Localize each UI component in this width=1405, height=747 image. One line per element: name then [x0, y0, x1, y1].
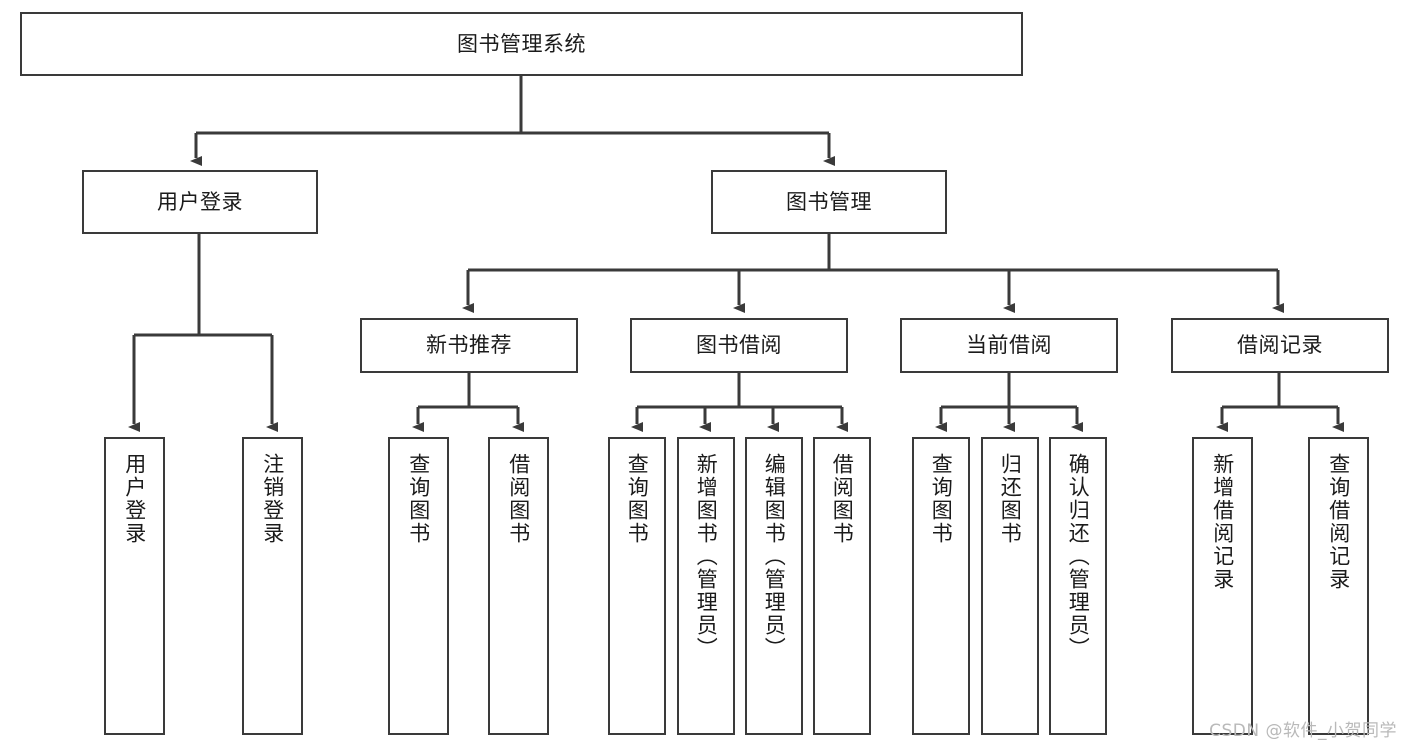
node-user-login[interactable]: 用户登录	[82, 170, 318, 234]
node-leaf-query-book-rec[interactable]: 查询图书	[388, 437, 449, 735]
node-book-borrow-label: 图书借阅	[696, 333, 782, 358]
node-leaf-user-login-label: 用户登录	[122, 453, 147, 545]
node-leaf-query-book-borrow-label: 查询图书	[625, 453, 650, 545]
node-leaf-borrow-book-rec-label: 借阅图书	[506, 453, 531, 545]
node-user-login-label: 用户登录	[157, 189, 243, 214]
node-current-borrow-label: 当前借阅	[966, 333, 1052, 358]
node-leaf-user-logout-label: 注销登录	[260, 453, 285, 545]
node-leaf-user-login[interactable]: 用户登录	[104, 437, 165, 735]
node-leaf-add-book[interactable]: 新增图书（管理员）	[677, 437, 735, 735]
node-root[interactable]: 图书管理系统	[20, 12, 1023, 76]
node-leaf-query-book-current[interactable]: 查询图书	[912, 437, 970, 735]
node-book-manage-label: 图书管理	[786, 189, 872, 214]
node-leaf-borrow-book-label: 借阅图书	[830, 453, 855, 545]
node-leaf-add-record-label: 新增借阅记录	[1210, 453, 1235, 591]
node-new-book-rec-label: 新书推荐	[426, 333, 512, 358]
node-leaf-edit-book-label: 编辑图书（管理员）	[762, 453, 787, 660]
node-current-borrow[interactable]: 当前借阅	[900, 318, 1118, 373]
node-leaf-return-book[interactable]: 归还图书	[981, 437, 1039, 735]
node-leaf-confirm-return-label: 确认归还（管理员）	[1066, 453, 1091, 660]
node-leaf-borrow-book-rec[interactable]: 借阅图书	[488, 437, 549, 735]
node-leaf-query-record[interactable]: 查询借阅记录	[1308, 437, 1369, 735]
node-leaf-query-book-borrow[interactable]: 查询图书	[608, 437, 666, 735]
csdn-watermark: CSDN @软件_小贺同学	[1209, 721, 1397, 741]
node-leaf-query-record-label: 查询借阅记录	[1326, 453, 1351, 591]
node-leaf-user-logout[interactable]: 注销登录	[242, 437, 303, 735]
node-leaf-edit-book[interactable]: 编辑图书（管理员）	[745, 437, 803, 735]
node-root-label: 图书管理系统	[457, 31, 586, 56]
node-leaf-borrow-book[interactable]: 借阅图书	[813, 437, 871, 735]
node-leaf-return-book-label: 归还图书	[998, 453, 1023, 545]
node-book-manage[interactable]: 图书管理	[711, 170, 947, 234]
node-leaf-query-book-rec-label: 查询图书	[406, 453, 431, 545]
node-leaf-add-book-label: 新增图书（管理员）	[694, 453, 719, 660]
node-new-book-rec[interactable]: 新书推荐	[360, 318, 578, 373]
node-leaf-confirm-return[interactable]: 确认归还（管理员）	[1049, 437, 1107, 735]
node-borrow-record[interactable]: 借阅记录	[1171, 318, 1389, 373]
node-borrow-record-label: 借阅记录	[1237, 333, 1323, 358]
node-leaf-query-book-current-label: 查询图书	[929, 453, 954, 545]
node-leaf-add-record[interactable]: 新增借阅记录	[1192, 437, 1253, 735]
node-book-borrow[interactable]: 图书借阅	[630, 318, 848, 373]
